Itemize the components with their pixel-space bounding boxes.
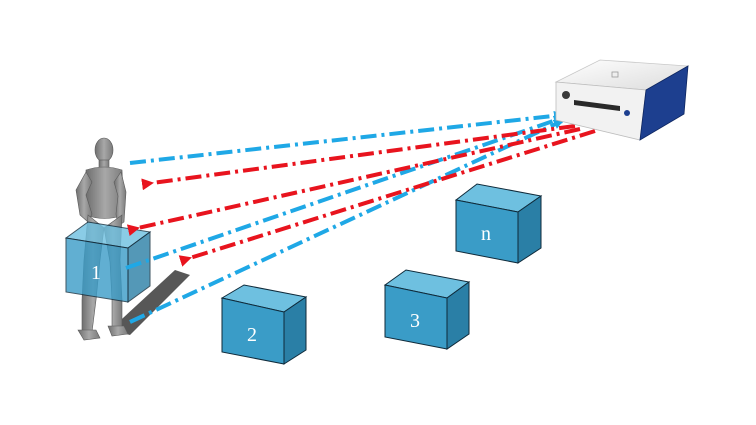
device-indicator (624, 110, 630, 116)
device-slot (574, 100, 620, 111)
box-1: 1 (64, 221, 152, 303)
box-3-label: 3 (410, 310, 420, 332)
outgoing-signal-feet (129, 119, 564, 324)
box-2-front (221, 297, 285, 365)
box-3-front (384, 284, 448, 350)
device-power-button (562, 91, 570, 99)
outgoing-signal-box-1 (125, 115, 564, 270)
return-signals (126, 124, 596, 267)
box-3: 3 (383, 269, 471, 350)
box-2-label: 2 (247, 324, 257, 346)
box-2: 2 (220, 284, 308, 365)
device-side (639, 65, 689, 141)
outgoing-signal-head (129, 110, 564, 165)
return-signal-box-3 (178, 129, 596, 267)
box-n-label: n (481, 223, 491, 245)
box-1-label: 1 (91, 262, 101, 284)
return-signal-torso (141, 124, 576, 191)
device-top-mark (611, 71, 619, 78)
box-n: n (454, 183, 543, 264)
radar-sensor-icon (554, 59, 690, 141)
outgoing-signals (125, 110, 564, 324)
person-shadow (110, 270, 190, 335)
return-signal-box-1 (126, 127, 581, 237)
box-1-front (65, 237, 129, 303)
box-n-front (455, 199, 519, 264)
